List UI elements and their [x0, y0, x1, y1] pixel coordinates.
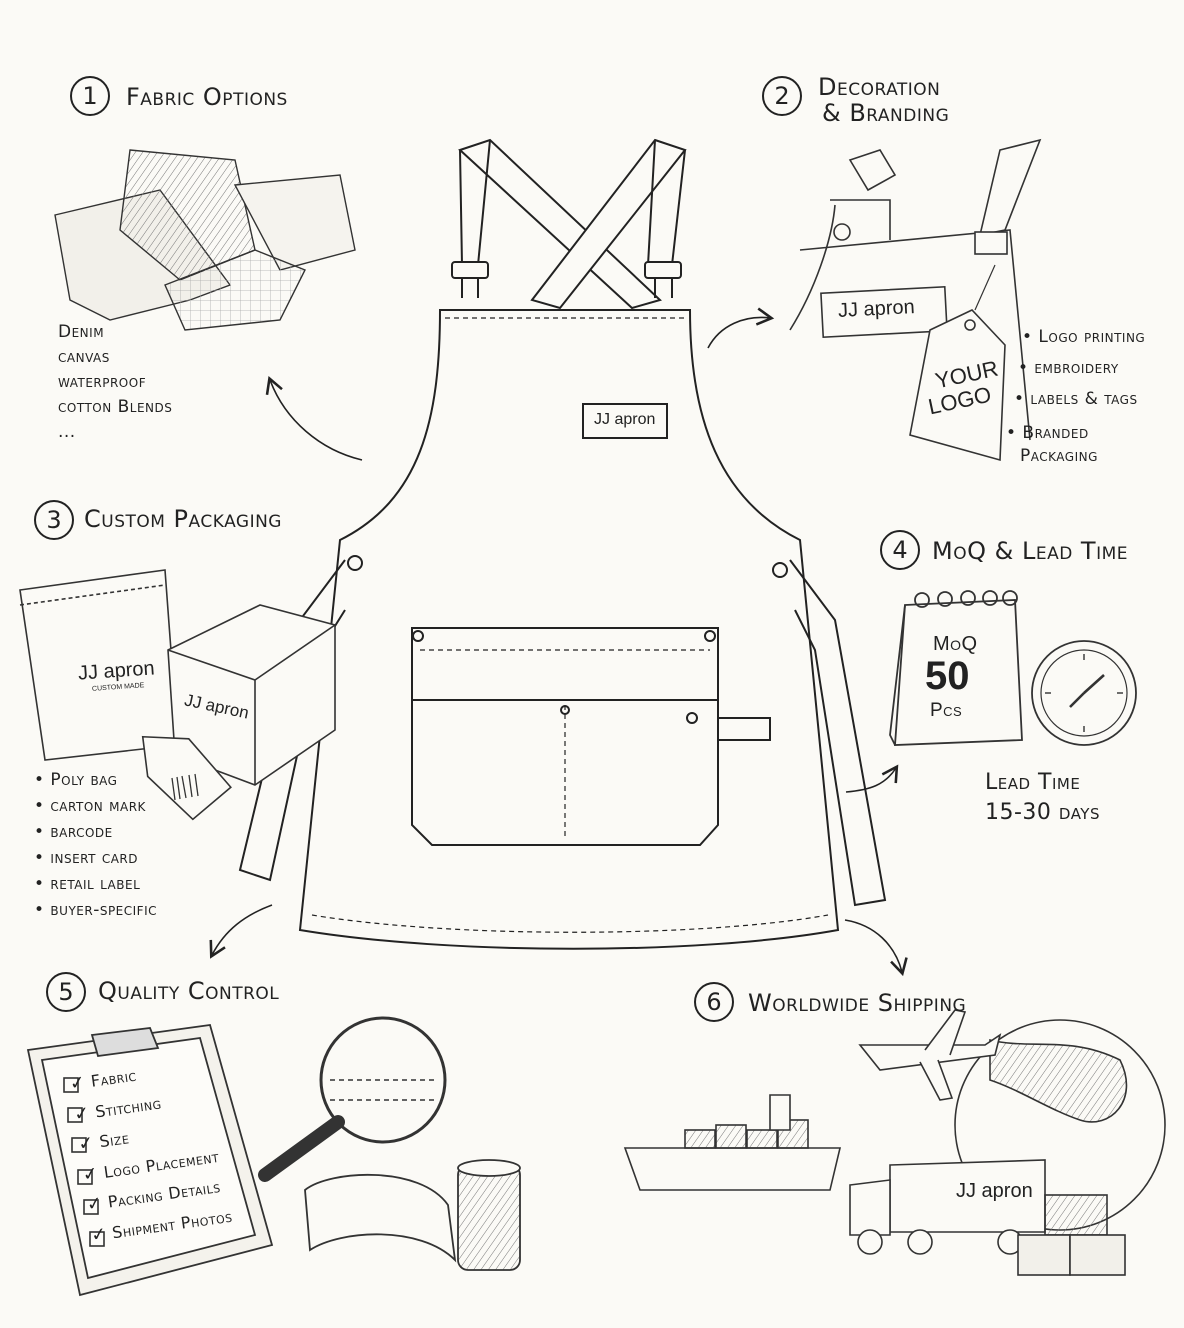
left-buckle [451, 261, 489, 279]
step-number-6: 6 [694, 982, 734, 1022]
fabric-item: canvas [58, 347, 110, 367]
decoration-item: • Branded [1006, 423, 1089, 443]
packaging-item: • Poly bag [34, 770, 118, 790]
decoration-title-line1: Decoration [818, 73, 941, 101]
airplane [858, 1033, 1002, 1071]
fabric-list: Denim canvas waterproof cotton Blends ..… [58, 320, 172, 445]
decoration-list: • Logo printing • embroidery • labels & … [1006, 322, 1146, 472]
calendar-moq-label: MoQ [933, 633, 978, 655]
step-number-5: 5 [46, 972, 86, 1012]
decoration-item: Packaging [1020, 446, 1098, 466]
worldwide-shipping-title: Worldwide Shipping [748, 989, 967, 1017]
packaging-item: • buyer-specific [34, 900, 158, 920]
packaging-item: • carton mark [34, 796, 146, 816]
qc-checklist: ✓ Fabric ✓ Stitching ✓ Size ✓ Logo Place… [68, 1050, 234, 1251]
calendar-moq-value: 50 [925, 654, 970, 698]
moq-calendar-clock [889, 590, 1137, 746]
right-buckle [644, 261, 682, 279]
barcode-tag [141, 735, 232, 821]
packaging-item: • insert card [34, 848, 139, 868]
logo-hang-tag [909, 309, 1006, 462]
fabric-item: cotton Blends [58, 397, 173, 417]
step-number-4: 4 [880, 530, 920, 570]
shipping-illustration [623, 1009, 1166, 1276]
truck-brand: JJ apron [956, 1180, 1033, 1202]
fabric-swatches [54, 149, 356, 331]
quality-control-title: Quality Control [98, 977, 280, 1005]
step-number-3: 3 [34, 500, 74, 540]
apron-label-text: JJ apron [594, 411, 656, 428]
cargo-ship [623, 1147, 842, 1191]
decoration-item: • labels & tags [1014, 389, 1138, 409]
lead-time-value: 15-30 days [985, 800, 1100, 825]
decoration-item: • Logo printing [1022, 327, 1146, 347]
fabric-item: ... [58, 422, 76, 442]
magnifying-glass [319, 1016, 447, 1144]
apron-illustration [238, 138, 887, 950]
quality-control-illustration [26, 1016, 521, 1297]
packaging-item: • retail label [34, 874, 141, 894]
step-number-2: 2 [762, 76, 802, 116]
branding-closeup [789, 138, 1042, 462]
moq-lead-time-title: MoQ & Lead Time [932, 537, 1128, 565]
packaging-item: • barcode [34, 822, 113, 842]
packaging-list: • Poly bag • carton mark • barcode • ins… [34, 767, 157, 923]
step-number-1: 1 [70, 76, 110, 116]
lead-time-label: Lead Time [985, 770, 1081, 795]
fabric-options-title: Fabric Options [126, 83, 288, 111]
apron-label-patch [582, 403, 668, 439]
fabric-item: Denim [58, 322, 105, 342]
tape-measure [304, 1174, 457, 1263]
decoration-title-line2: & Branding [822, 99, 950, 127]
calendar-moq-unit: Pcs [930, 700, 963, 721]
connector-arrows [209, 307, 908, 977]
clipboard-clip [90, 1027, 160, 1057]
thread-spool [457, 1164, 521, 1271]
branding-label-text: JJ apron [837, 296, 916, 322]
custom-packaging-title: Custom Packaging [84, 505, 282, 533]
branding-label [820, 285, 948, 339]
moq-calendar [894, 599, 1023, 746]
decoration-item: • embroidery [1018, 358, 1119, 378]
packaging-illustration [19, 569, 336, 821]
fabric-item: waterproof [58, 372, 147, 392]
